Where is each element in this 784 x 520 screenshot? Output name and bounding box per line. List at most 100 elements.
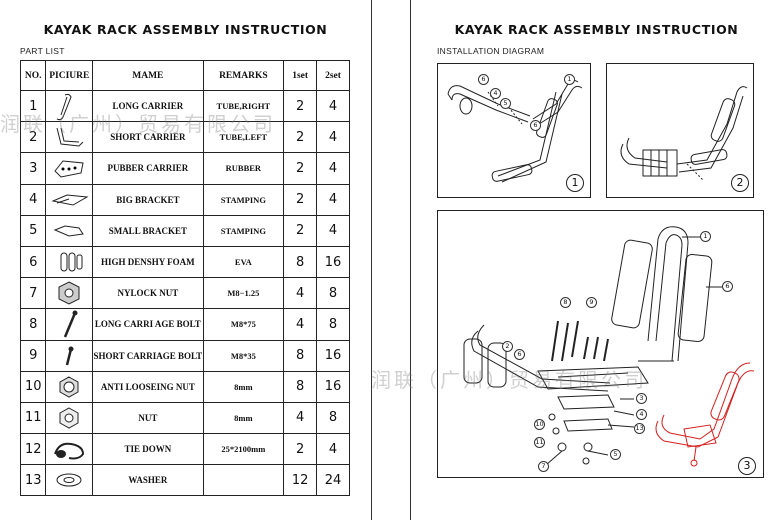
- diagram-step-2: 2: [606, 63, 754, 198]
- page-title: KAYAK RACK ASSEMBLY INSTRUCTION: [43, 22, 328, 37]
- part-name: ANTI LOOSEING NUT: [92, 370, 204, 403]
- qty-2set: 4: [316, 89, 350, 123]
- part-picture: [45, 89, 94, 123]
- qty-2set: 24: [316, 464, 350, 497]
- callout: 3: [636, 393, 647, 404]
- header-name: MAME: [92, 60, 204, 91]
- qty-2set: 16: [316, 339, 350, 372]
- no: 4: [19, 183, 47, 216]
- qty-1set: 4: [283, 277, 318, 310]
- callout: 5: [500, 98, 511, 109]
- part-picture: [45, 339, 94, 372]
- part-picture: [45, 464, 94, 497]
- qty-2set: 8: [316, 277, 350, 310]
- part-remarks: 8mm: [202, 401, 285, 435]
- callout: 13: [634, 423, 645, 434]
- part-remarks: STAMPING: [202, 214, 285, 247]
- qty-1set: 2: [283, 433, 318, 466]
- callout: 4: [636, 409, 647, 420]
- part-picture: [45, 433, 94, 466]
- qty-2set: 4: [316, 433, 350, 466]
- part-picture: [45, 245, 94, 279]
- callout: 6: [530, 120, 541, 131]
- part-picture: [45, 152, 94, 185]
- part-name: BIG BRACKET: [92, 183, 204, 216]
- qty-2set: 4: [316, 214, 350, 247]
- part-remarks: 25*2100mm: [202, 433, 285, 466]
- qty-2set: 4: [316, 183, 350, 216]
- qty-1set: 2: [283, 152, 318, 185]
- part-remarks: TUBE,LEFT: [202, 121, 285, 154]
- mounted-rack-drawing: [620, 86, 748, 181]
- qty-1set: 4: [283, 401, 318, 435]
- step-number: 1: [566, 174, 584, 192]
- part-name: LONG CARRIER: [92, 89, 204, 123]
- header-no: NO.: [19, 60, 47, 91]
- diagram-step-3: 1 6 8 9 2 6 3 4 10 13 11 5 7 3: [437, 210, 764, 478]
- callout: 1: [700, 231, 711, 242]
- qty-2set: 8: [316, 401, 350, 435]
- callout: 1: [564, 74, 575, 85]
- nylock-nut-icon: [58, 281, 80, 305]
- qty-1set: 8: [283, 245, 318, 279]
- no: 12: [19, 433, 47, 466]
- part-name: WASHER: [92, 464, 204, 497]
- qty-1set: 2: [283, 121, 318, 154]
- part-name: HIGH DENSHY FOAM: [92, 245, 204, 279]
- step-number: 2: [731, 174, 749, 192]
- part-remarks: M8*75: [202, 308, 285, 341]
- part-remarks: M8−1.25: [202, 277, 285, 310]
- nut-icon: [59, 407, 79, 429]
- callout: 9: [586, 297, 597, 308]
- callout: 11: [534, 437, 545, 448]
- part-remarks: STAMPING: [202, 183, 285, 216]
- no: 5: [19, 214, 47, 247]
- installation-label: INSTALLATION DIAGRAM: [437, 46, 545, 56]
- long-carrier-icon: [57, 93, 72, 121]
- part-list-label: PART LIST: [20, 46, 65, 56]
- tie-down-icon: [54, 442, 85, 460]
- header-2set: 2set: [316, 60, 350, 91]
- part-picture: [45, 214, 94, 247]
- short-bolt-icon: [66, 346, 74, 365]
- qty-1set: 2: [283, 89, 318, 123]
- qty-1set: 2: [283, 183, 318, 216]
- callout: 6: [722, 281, 733, 292]
- step-number: 3: [738, 457, 756, 475]
- short-carrier-icon: [56, 128, 84, 147]
- part-name: PUBBER CARRIER: [92, 152, 204, 185]
- part-picture: [45, 401, 94, 435]
- washer-icon: [56, 473, 82, 487]
- part-name: LONG CARRI AGE BOLT: [92, 308, 204, 341]
- qty-1set: 4: [283, 308, 318, 341]
- no: 7: [19, 277, 47, 310]
- part-name: SHORT CARRIAGE BOLT: [92, 339, 204, 372]
- callout: 6: [478, 74, 489, 85]
- callout: 10: [534, 419, 545, 430]
- part-picture: [45, 121, 94, 154]
- part-picture: [45, 308, 94, 341]
- part-remarks: RUBBER: [202, 152, 285, 185]
- long-bolt-icon: [64, 310, 78, 338]
- part-name: NUT: [92, 401, 204, 435]
- part-remarks: 8mm: [202, 370, 285, 403]
- part-name: TIE DOWN: [92, 433, 204, 466]
- parts-list-page: KAYAK RACK ASSEMBLY INSTRUCTION PART LIS…: [0, 0, 372, 520]
- part-name: NYLOCK NUT: [92, 277, 204, 310]
- part-remarks: EVA: [202, 245, 285, 279]
- qty-1set: 8: [283, 339, 318, 372]
- callout: 4: [490, 88, 501, 99]
